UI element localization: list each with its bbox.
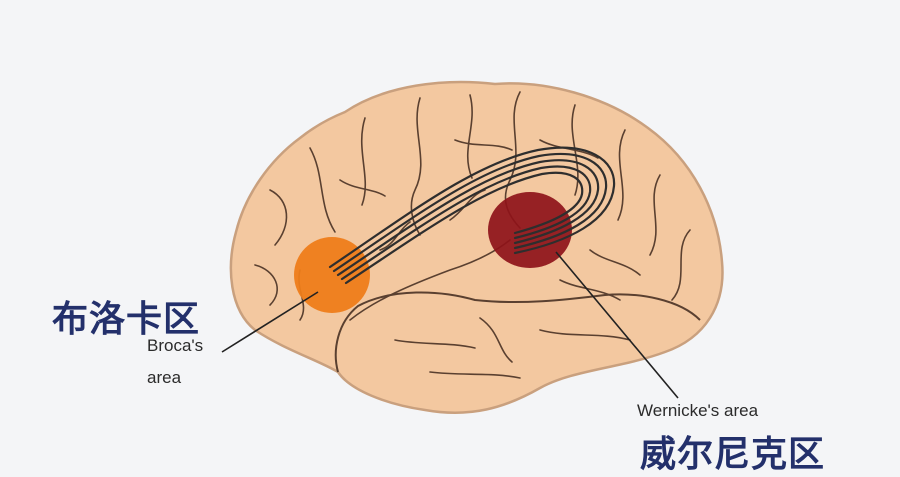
wernicke-pointer-line (555, 251, 679, 399)
wernicke-label-english: Wernicke's area (637, 401, 759, 420)
wernicke-label-chinese: 威尔尼克区 (640, 434, 826, 475)
broca-area (294, 237, 370, 313)
broca-pointer-line (221, 291, 319, 353)
brain-cerebrum (229, 80, 724, 414)
temporal-lobe-outline (334, 291, 701, 373)
brain-sulci (254, 91, 691, 379)
broca-label-english-line2: area (147, 368, 182, 387)
broca-label-chinese: 布洛卡区 (52, 299, 201, 340)
arcuate-fasciculus (328, 146, 616, 285)
wernicke-area (488, 192, 572, 268)
broca-label-english-line1: Broca's (147, 336, 204, 355)
